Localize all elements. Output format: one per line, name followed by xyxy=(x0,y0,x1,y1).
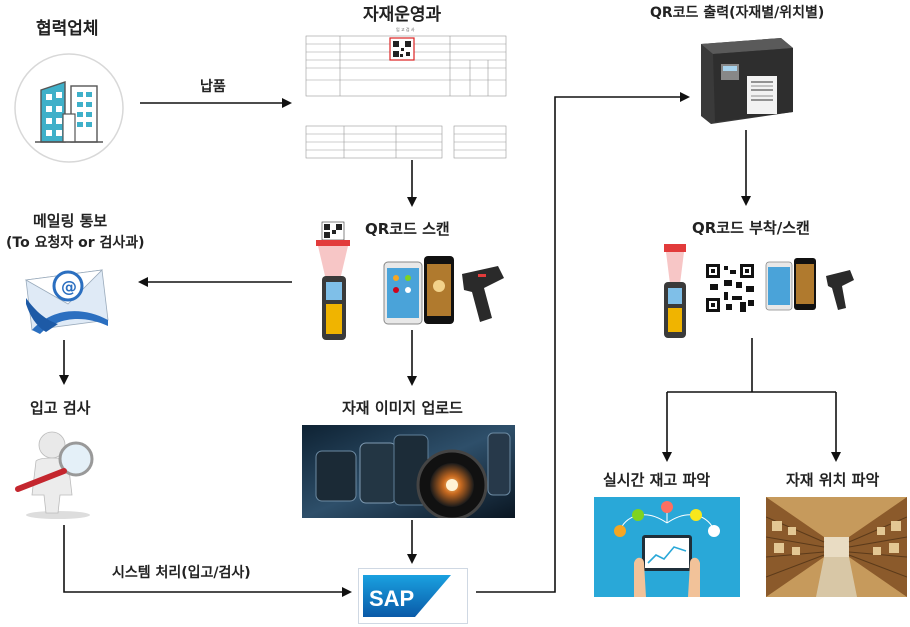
document-header: 입 고 검 사 xyxy=(396,26,415,32)
partner-title: 협력업체 xyxy=(36,19,99,39)
realtime-stock-tablet-image xyxy=(594,497,740,597)
building-icon xyxy=(13,52,125,164)
qr-attach-title: QR코드 부착/스캔 xyxy=(692,219,810,237)
svg-text:@: @ xyxy=(61,277,77,296)
sap-logo-text: SAP xyxy=(369,586,414,611)
sap-logo: SAP xyxy=(358,568,468,624)
inspector-magnifier-figure xyxy=(10,425,110,520)
incoming-inspection-title: 입고 검사 xyxy=(30,399,91,417)
qr-attach-devices xyxy=(650,240,860,340)
realtime-stock-title: 실시간 재고 파악 xyxy=(603,471,711,489)
image-upload-title: 자재 이미지 업로드 xyxy=(342,399,463,417)
mail-notify-title-line1: 메일링 통보 xyxy=(33,212,108,230)
system-processing-label: 시스템 처리(입고/검사) xyxy=(112,565,251,581)
email-icon: @ xyxy=(22,258,112,336)
inspection-document-image: 입 고 검 사 xyxy=(300,22,512,160)
location-check-title: 자재 위치 파악 xyxy=(786,471,880,489)
qr-print-title: QR코드 출력(자재별/위치별) xyxy=(650,5,825,21)
delivery-label: 납품 xyxy=(200,79,226,95)
mail-notify-title-line2: (To 요청자 or 검사과) xyxy=(6,235,145,251)
warehouse-photo xyxy=(765,497,908,597)
label-printer-image xyxy=(693,36,798,128)
qr-scan-title: QR코드 스캔 xyxy=(365,220,450,238)
qr-scan-devices xyxy=(300,218,530,343)
camera-lens-photo xyxy=(302,425,515,521)
material-dept-title: 자재운영과 xyxy=(363,5,442,25)
